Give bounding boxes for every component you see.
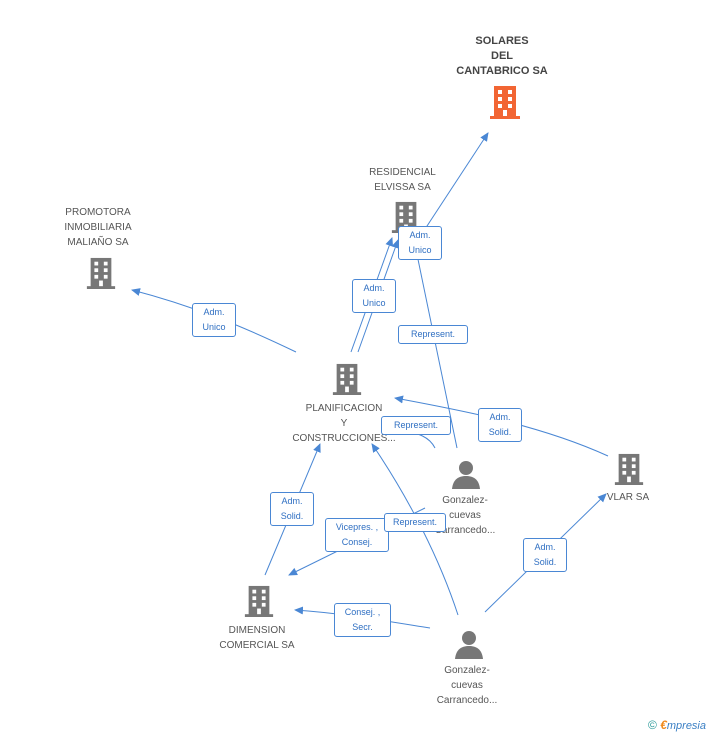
edge-person1-residencial — [411, 239, 458, 449]
building-icon[interactable] — [488, 84, 522, 120]
role-badge-adm-unico[interactable]: Adm. Unico — [398, 226, 442, 260]
node-vlar[interactable]: VLAR SA — [595, 490, 661, 505]
node-label: Gonzalez- cuevas Carrancedo... — [434, 495, 496, 536]
role-badge-represent[interactable]: Represent. — [398, 325, 468, 344]
node-label: Gonzalez- cuevas Carrancedo... — [436, 665, 498, 706]
copyright-symbol: © — [648, 718, 657, 732]
node-label: PLANIFICACION Y CONSTRUCCIONES... — [292, 403, 396, 444]
node-residencial-elvissa[interactable]: RESIDENCIAL ELVISSA SA — [350, 165, 455, 195]
node-person-gonzalez-cuevas-2[interactable]: Gonzalez- cuevas Carrancedo... — [417, 663, 517, 708]
empresia-logo-e: € — [660, 718, 667, 732]
role-badge-adm-unico[interactable]: Adm. Unico — [192, 303, 236, 337]
person-icon[interactable] — [450, 458, 482, 490]
role-badge-adm-unico[interactable]: Adm. Unico — [352, 279, 396, 313]
node-promotora-inmobiliaria[interactable]: PROMOTORA INMOBILIARIA MALIAÑO SA — [43, 205, 153, 250]
node-person-gonzalez-cuevas-1[interactable]: Gonzalez- cuevas Carrancedo... — [415, 493, 515, 538]
role-badge-represent[interactable]: Represent. — [381, 416, 451, 435]
role-badge-adm-solid[interactable]: Adm. Solid. — [478, 408, 522, 442]
node-planificacion-construcciones[interactable]: PLANIFICACION Y CONSTRUCCIONES... — [284, 401, 404, 446]
building-icon[interactable] — [331, 362, 363, 396]
empresia-watermark: © €mpresia — [648, 718, 706, 732]
role-badge-consej-secr[interactable]: Consej. , Secr. — [334, 603, 391, 637]
node-label: RESIDENCIAL ELVISSA SA — [369, 167, 436, 193]
role-badge-adm-solid[interactable]: Adm. Solid. — [523, 538, 567, 572]
role-badge-adm-solid[interactable]: Adm. Solid. — [270, 492, 314, 526]
role-badge-represent[interactable]: Represent. — [384, 513, 446, 532]
node-label: DIMENSION COMERCIAL SA — [219, 625, 295, 651]
role-badge-vicepres-consej[interactable]: Vicepres. , Consej. — [325, 518, 389, 552]
building-icon[interactable] — [243, 584, 275, 618]
node-dimension-comercial[interactable]: DIMENSION COMERCIAL SA — [207, 623, 307, 653]
node-solares-del-cantabrico[interactable]: SOLARES DEL CANTABRICO SA — [442, 34, 562, 79]
node-label: PROMOTORA INMOBILIARIA MALIAÑO SA — [64, 207, 132, 248]
node-label: VLAR SA — [606, 492, 650, 503]
node-label: SOLARES DEL CANTABRICO SA — [456, 35, 548, 77]
person-icon[interactable] — [453, 628, 485, 660]
building-icon[interactable] — [85, 256, 117, 290]
building-icon[interactable] — [613, 452, 645, 486]
empresia-brand: mpresia — [666, 720, 706, 732]
